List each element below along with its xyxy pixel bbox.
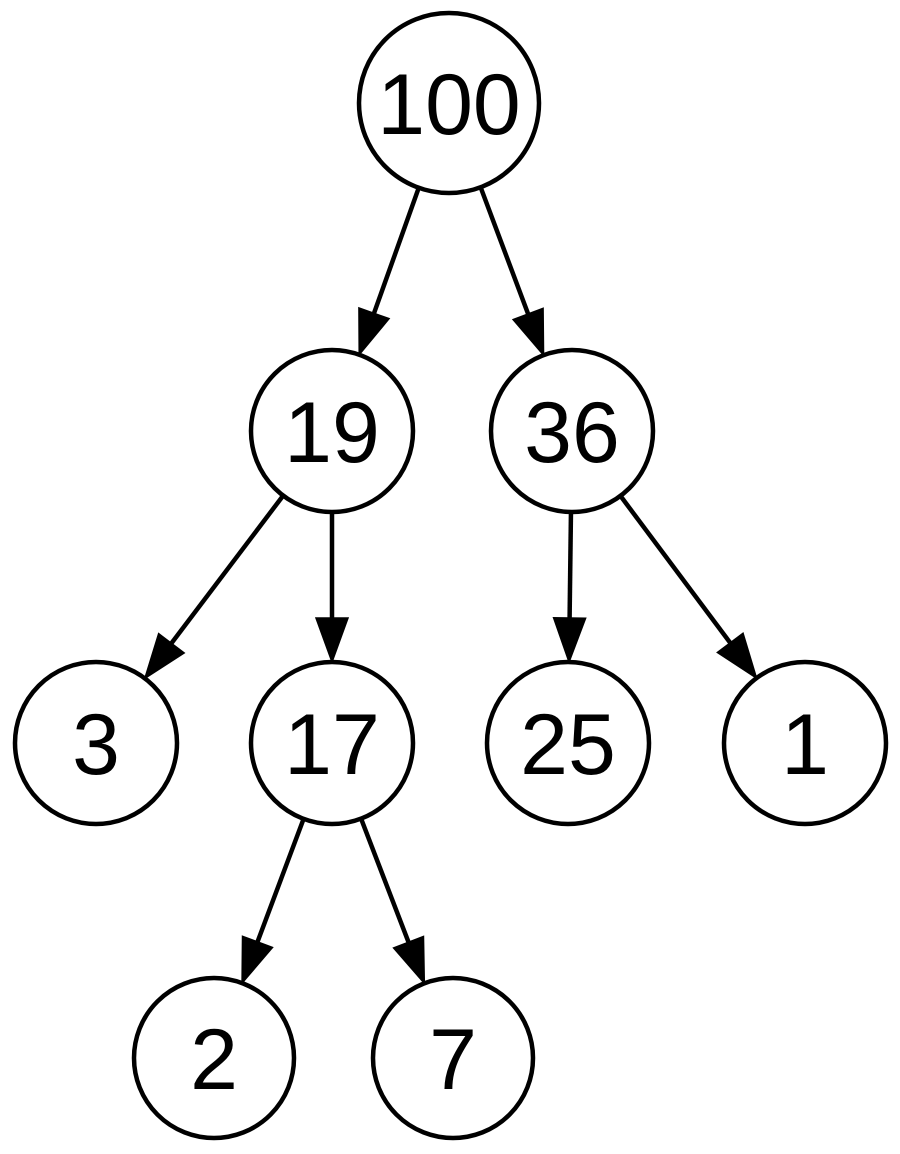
tree-node-1: 1 (721, 659, 889, 827)
arrowhead-icon (511, 307, 545, 358)
node-label: 36 (524, 385, 620, 481)
node-label: 25 (520, 697, 616, 793)
edge-100-19 (358, 187, 421, 357)
arrowhead-icon (241, 935, 274, 986)
node-circle (356, 10, 542, 196)
tree-node-36: 36 (488, 347, 656, 515)
node-label: 7 (429, 1012, 477, 1108)
node-circle (131, 975, 297, 1141)
arrowhead-icon (716, 632, 758, 680)
node-label: 3 (72, 697, 120, 793)
edge-line (168, 494, 285, 647)
tree-node-100: 100 (356, 10, 542, 196)
tree-node-25: 25 (484, 659, 652, 827)
tree-node-7: 7 (370, 975, 536, 1141)
edge-100-36 (478, 186, 545, 358)
edge-19-3 (143, 494, 285, 681)
edge-line (567, 511, 574, 621)
node-circle (12, 659, 180, 827)
node-label: 19 (284, 385, 380, 481)
edge-line (478, 186, 531, 317)
node-circle (721, 659, 889, 827)
edge-line (254, 818, 306, 945)
arrowhead-icon (358, 306, 391, 357)
tree-node-3: 3 (12, 659, 180, 827)
tree-node-17: 17 (248, 659, 416, 827)
edge-36-25 (552, 511, 587, 665)
edge-line (618, 494, 734, 646)
edge-36-1 (618, 494, 758, 680)
edge-17-2 (241, 818, 306, 986)
arrowhead-icon (392, 935, 426, 986)
arrowhead-icon (314, 617, 350, 665)
node-circle (248, 347, 416, 515)
node-label: 100 (377, 57, 521, 153)
node-label: 17 (284, 697, 380, 793)
node-circle (248, 659, 416, 827)
tree-node-2: 2 (131, 975, 297, 1141)
edge-17-7 (358, 817, 426, 986)
arrowhead-icon (552, 617, 587, 665)
node-label: 1 (781, 697, 829, 793)
node-circle (484, 659, 652, 827)
edge-line (358, 817, 412, 945)
tree-node-19: 19 (248, 347, 416, 515)
edge-19-17 (314, 512, 350, 665)
node-circle (488, 347, 656, 515)
node-label: 2 (190, 1012, 238, 1108)
edge-line (371, 187, 421, 316)
node-circle (370, 975, 536, 1141)
arrowhead-icon (143, 632, 186, 681)
